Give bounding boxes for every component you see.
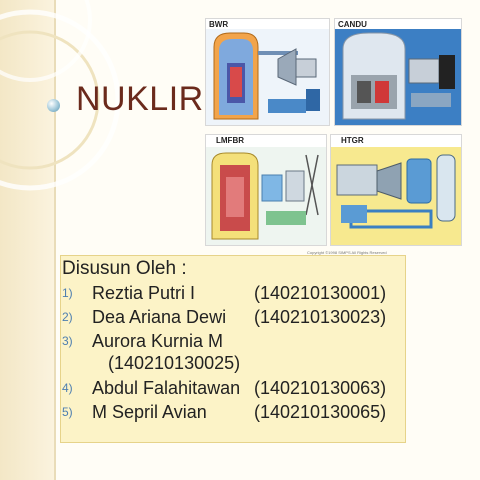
candu-label: CANDU [338, 20, 367, 29]
member-id: (140210130065) [254, 402, 387, 422]
member-name: M Sepril Avian [92, 402, 207, 422]
member-id: (140210130023) [254, 307, 387, 327]
lmfbr-label: LMFBR [216, 136, 244, 145]
member-list: 1) Reztia Putri I (140210130001) 2) Dea … [62, 283, 402, 426]
list-item: 4) Abdul Falahitawan (140210130063) [62, 378, 402, 402]
copyright-notice: Copyright ©1998 SIMPS All Rights Reserve… [307, 250, 387, 255]
list-item: 5) M Sepril Avian (140210130065) [62, 402, 402, 426]
bwr-label: BWR [209, 20, 229, 29]
left-band-divider [54, 0, 56, 480]
list-number: 3) [62, 334, 73, 348]
slide-title: NUKLIR [76, 80, 204, 118]
credits-heading: Disusun Oleh : [62, 258, 187, 279]
decorative-arcs [0, 0, 121, 191]
lmfbr-diagram: LMFBR [205, 134, 327, 246]
list-item: 1) Reztia Putri I (140210130001) [62, 283, 402, 307]
list-number: 5) [62, 405, 73, 419]
list-number: 1) [62, 286, 73, 300]
bwr-diagram: BWR [205, 18, 330, 126]
list-number: 2) [62, 310, 73, 324]
htgr-diagram: HTGR [330, 134, 462, 246]
member-name: Reztia Putri I [92, 283, 196, 303]
list-item: 2) Dea Ariana Dewi (140210130023) [62, 307, 402, 331]
htgr-label: HTGR [341, 136, 364, 145]
list-item: 3) Aurora Kurnia M (140210130025) [62, 331, 402, 378]
list-number: 4) [62, 381, 73, 395]
candu-diagram: CANDU [334, 18, 462, 126]
title-bullet-dot [47, 99, 60, 112]
member-name: Aurora Kurnia M [92, 331, 224, 351]
member-name: Abdul Falahitawan [92, 378, 241, 398]
member-id: (140210130025) [108, 353, 241, 373]
member-name: Dea Ariana Dewi [92, 307, 227, 327]
member-id: (140210130063) [254, 378, 387, 398]
member-id: (140210130001) [254, 283, 387, 303]
credits-box [60, 255, 406, 443]
